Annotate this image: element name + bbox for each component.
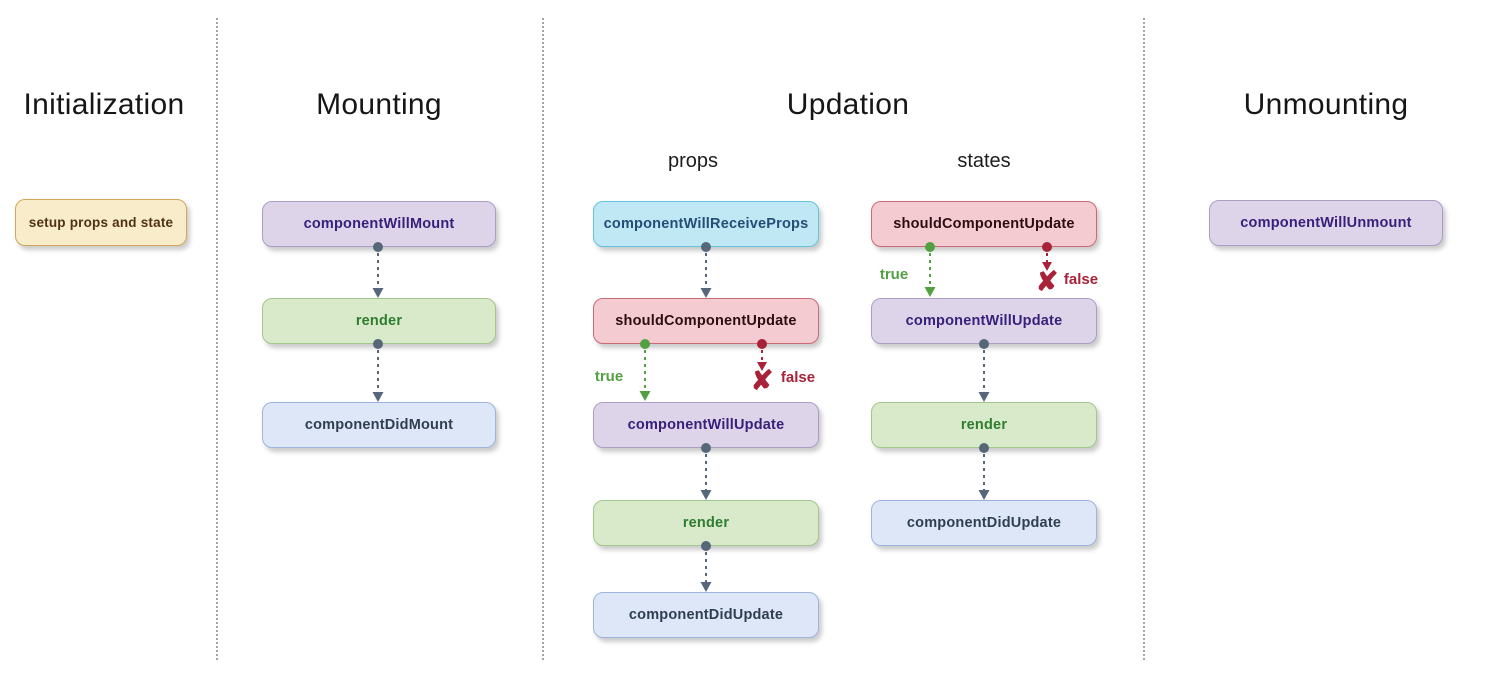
box-mounting-componentdidmount: componentDidMount bbox=[262, 402, 496, 448]
box-states-shouldcomponentupdate: shouldComponentUpdate bbox=[871, 201, 1097, 247]
label-false-props: false bbox=[780, 369, 816, 386]
label-false-states: false bbox=[1063, 271, 1099, 288]
label-true-states: true bbox=[879, 266, 909, 283]
cross-icon-props: ✘ bbox=[750, 365, 774, 396]
sublabel-props: props bbox=[667, 150, 719, 172]
sublabel-states: states bbox=[957, 150, 1011, 172]
separator-mounting-updation bbox=[542, 18, 544, 660]
box-props-render: render bbox=[593, 500, 819, 546]
box-props-componentwillreceiveprops: componentWillReceiveProps bbox=[593, 201, 819, 247]
box-props-componentdidupdate: componentDidUpdate bbox=[593, 592, 819, 638]
title-updation: Updation bbox=[786, 88, 910, 121]
box-states-componentdidupdate: componentDidUpdate bbox=[871, 500, 1097, 546]
title-mounting: Mounting bbox=[316, 88, 442, 121]
separator-updation-unmounting bbox=[1143, 18, 1145, 660]
separator-init-mounting bbox=[216, 18, 218, 660]
box-setup-props-and-state: setup props and state bbox=[15, 199, 187, 246]
box-states-componentwillupdate: componentWillUpdate bbox=[871, 298, 1097, 344]
box-mounting-render: render bbox=[262, 298, 496, 344]
box-props-componentwillupdate: componentWillUpdate bbox=[593, 402, 819, 448]
label-true-props: true bbox=[594, 368, 624, 385]
title-unmounting: Unmounting bbox=[1243, 88, 1409, 121]
box-states-render: render bbox=[871, 402, 1097, 448]
cross-icon-states: ✘ bbox=[1035, 266, 1059, 297]
box-props-shouldcomponentupdate: shouldComponentUpdate bbox=[593, 298, 819, 344]
title-initialization: Initialization bbox=[23, 88, 185, 121]
box-unmounting-componentwillunmount: componentWillUnmount bbox=[1209, 200, 1443, 246]
box-mounting-componentwillmount: componentWillMount bbox=[262, 201, 496, 247]
